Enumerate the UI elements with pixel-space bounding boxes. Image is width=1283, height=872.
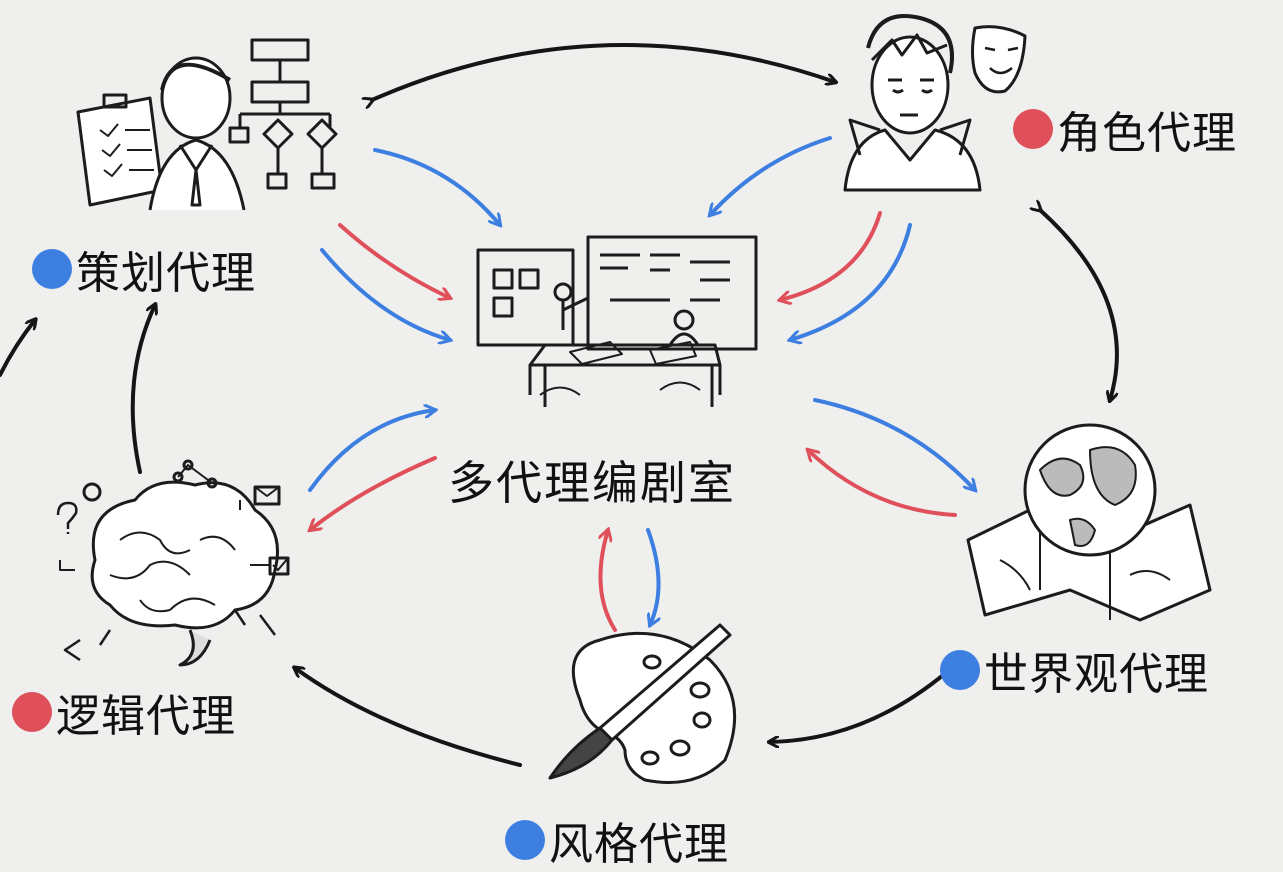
hub-arrows xyxy=(308,136,975,632)
arrow-character-hub-blue-2 xyxy=(790,223,912,340)
agent-label-planning: 策划代理 xyxy=(32,237,256,301)
agent-label-logic: 逻辑代理 xyxy=(12,680,236,744)
blue-dot xyxy=(940,650,980,690)
arrow-character-hub-blue-1 xyxy=(710,136,832,215)
arrow-logic-hub-blue xyxy=(308,410,435,492)
paintbrush-palette-icon xyxy=(548,623,737,784)
arrow-character-hub-red xyxy=(780,211,882,300)
character-with-mask-icon xyxy=(843,14,1027,192)
red-dot xyxy=(1013,109,1053,149)
globe-map-icon xyxy=(966,423,1212,622)
arrow-hub-style-blue xyxy=(646,528,659,625)
arrow-offscreen-left xyxy=(0,320,35,377)
red-dot xyxy=(12,692,52,732)
agent-label-worldview: 世界观代理 xyxy=(940,638,1209,702)
arrow-character-worldview xyxy=(1040,210,1119,400)
hub-label: 多代理编剧室 xyxy=(448,456,736,510)
agent-name-style: 风格代理 xyxy=(549,819,729,870)
agent-label-style: 风格代理 xyxy=(505,808,729,872)
brain-icon xyxy=(56,459,290,667)
arrow-planning-character xyxy=(372,43,835,100)
agent-name-character: 角色代理 xyxy=(1057,108,1237,159)
agent-name-worldview: 世界观代理 xyxy=(984,649,1209,700)
arrow-hub-worldview-blue xyxy=(813,398,975,490)
blue-dot xyxy=(32,249,72,289)
agent-name-logic: 逻辑代理 xyxy=(56,691,236,742)
blue-dot xyxy=(505,820,545,860)
planner-with-flowchart-icon xyxy=(76,38,338,211)
arrow-style-logic xyxy=(295,668,522,767)
arrow-style-hub-red xyxy=(600,530,617,632)
arrow-planning-hub-blue-1 xyxy=(373,148,500,225)
arrow-logic-planning xyxy=(130,305,155,474)
arrow-planning-hub-blue-2 xyxy=(320,248,450,340)
writers-room-icon xyxy=(476,235,758,407)
arrow-hub-logic-red xyxy=(310,456,437,530)
agent-label-character: 角色代理 xyxy=(1013,97,1237,161)
agent-name-planning: 策划代理 xyxy=(76,248,256,299)
arrow-worldview-hub-red xyxy=(808,450,957,517)
arrow-worldview-style xyxy=(770,663,957,742)
outer-cycle-arrows xyxy=(0,43,1119,767)
arrow-planning-hub-red xyxy=(338,223,450,298)
